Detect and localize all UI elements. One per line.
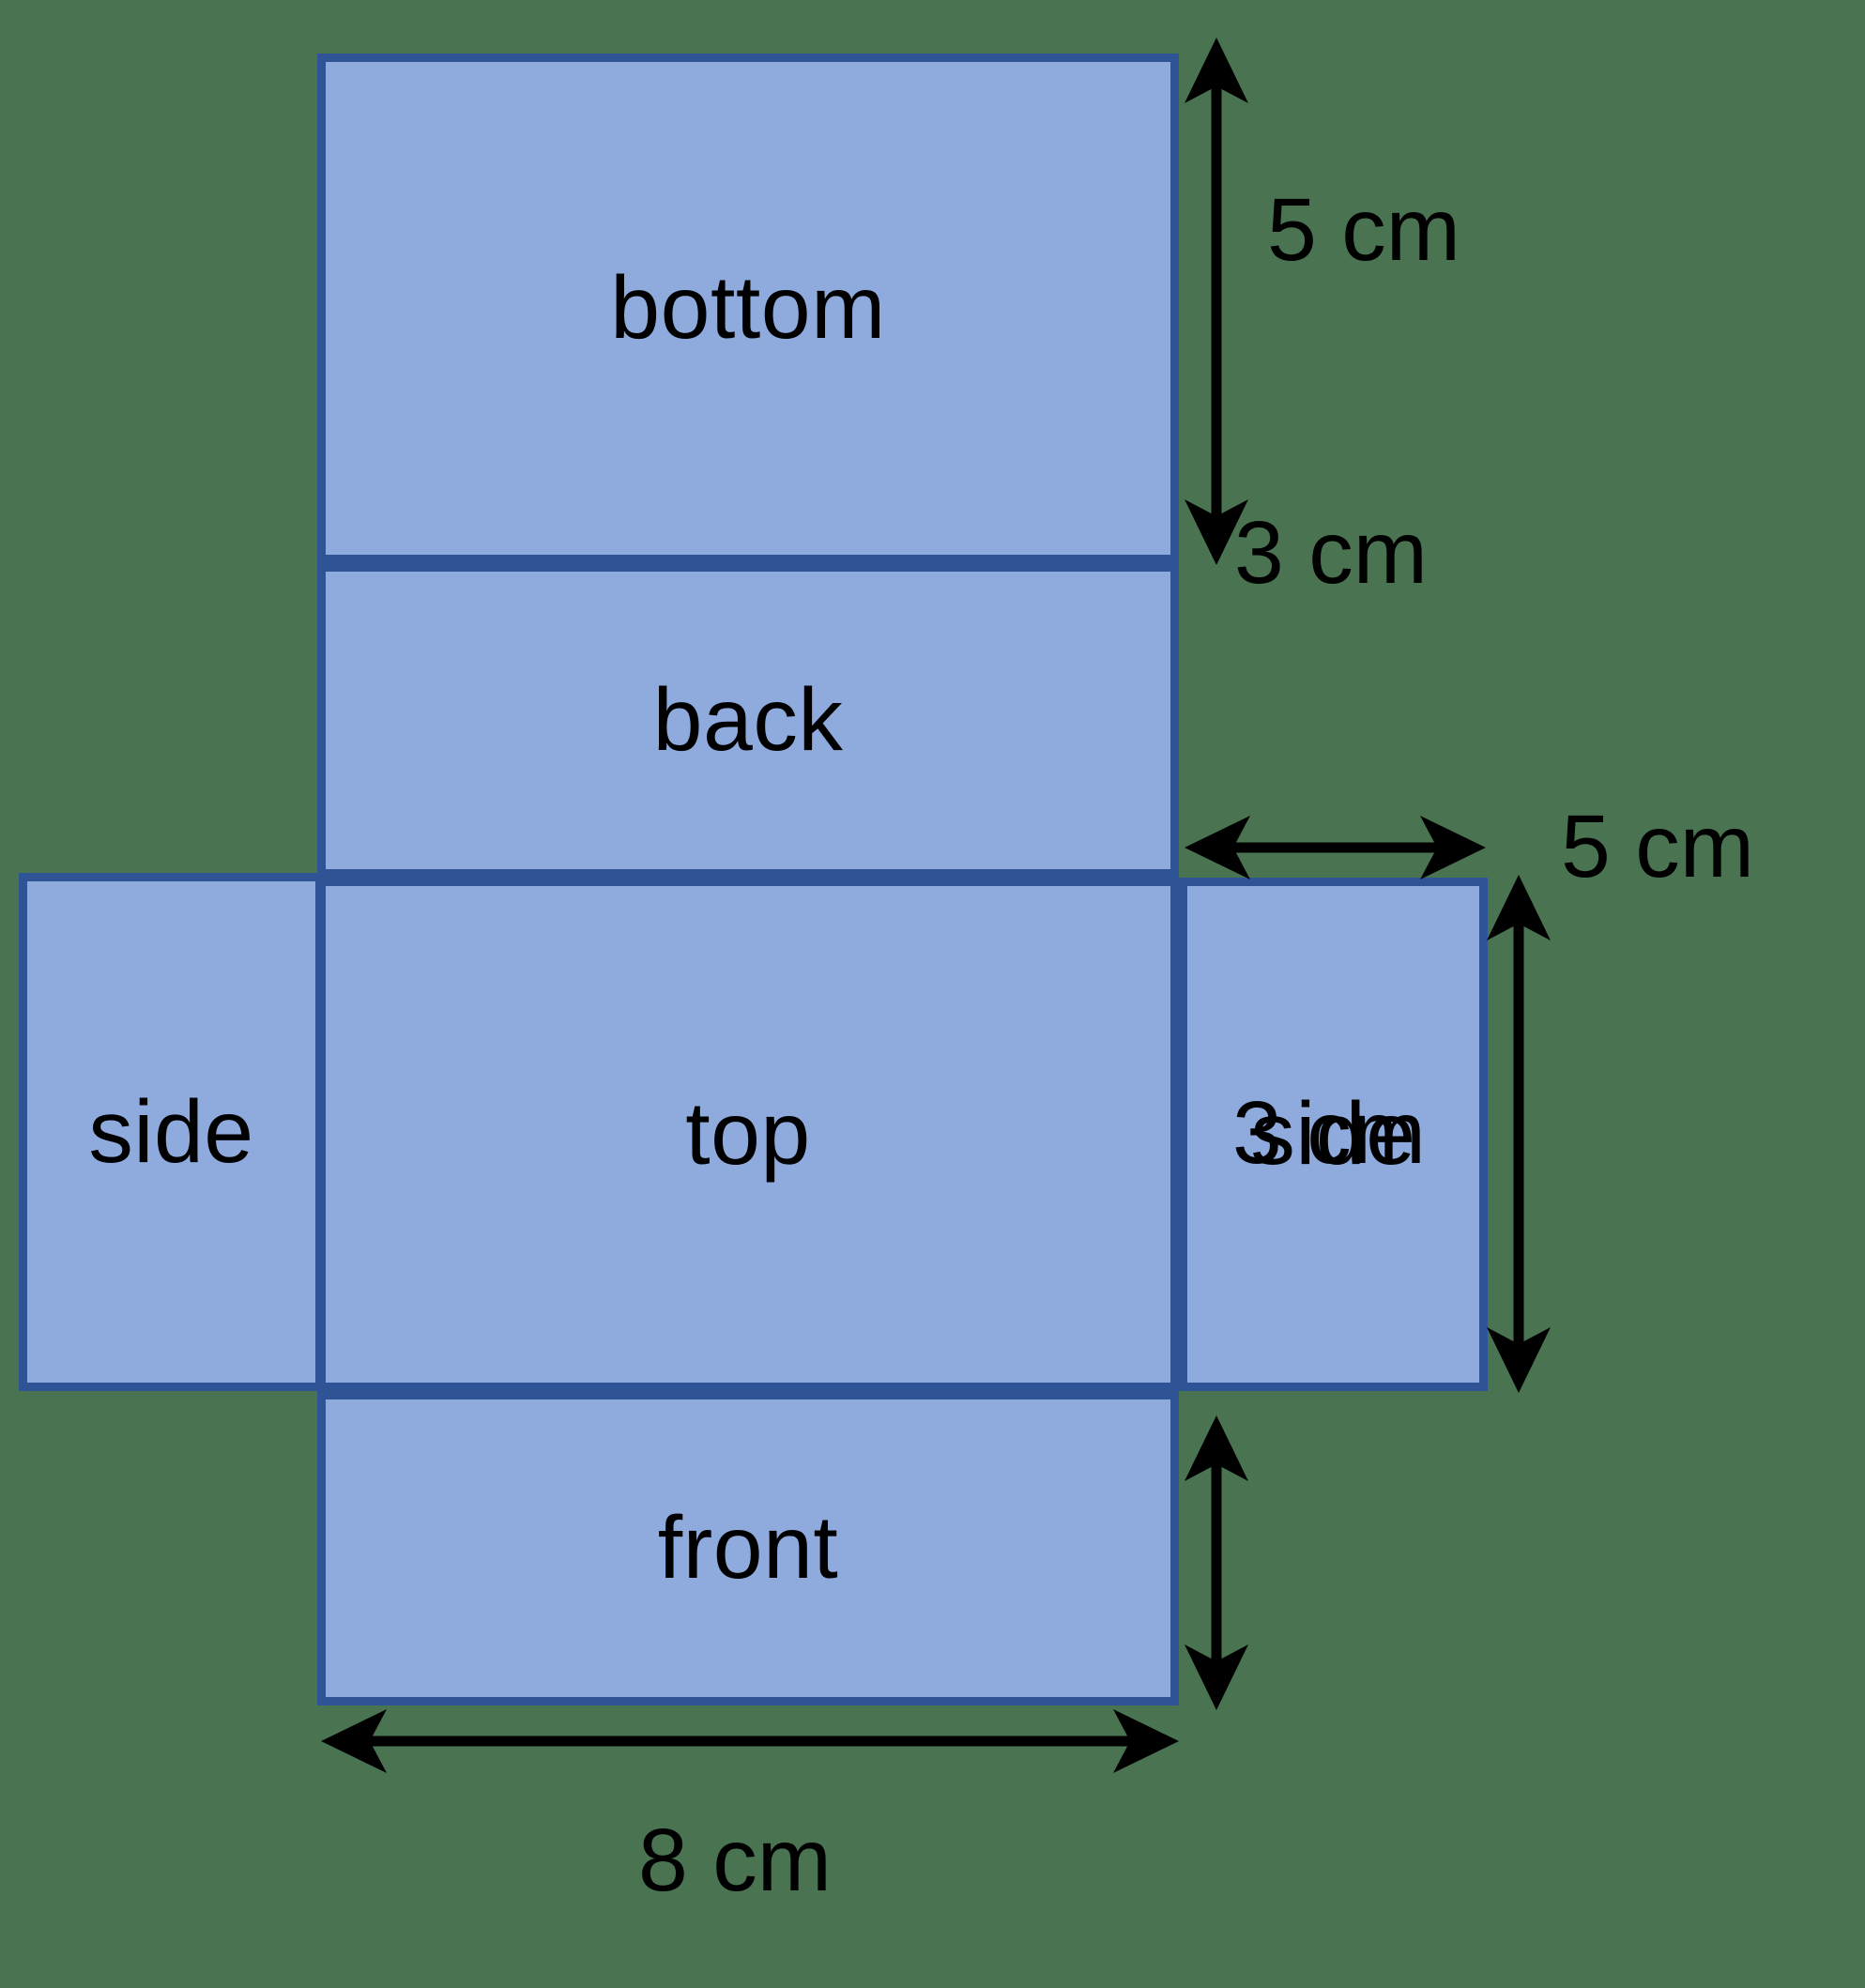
- dimension-label-bottom-height: 5 cm: [1267, 180, 1460, 280]
- face-top-label: top: [685, 1084, 811, 1184]
- dimension-arrow-box-width: [321, 1709, 1179, 1773]
- face-side-left: side: [19, 873, 324, 1391]
- dimension-label-side-width: 3 cm: [1234, 503, 1428, 603]
- dimension-arrow-side-height: [1487, 875, 1551, 1393]
- dimension-label-side-height: 5 cm: [1561, 797, 1754, 896]
- dimension-arrow-side-width: [1185, 816, 1486, 879]
- face-bottom: bottom: [317, 54, 1179, 563]
- face-side-right: side: [1179, 878, 1488, 1391]
- dimension-arrow-bottom-height: [1185, 38, 1248, 565]
- dimension-label-front-depth: 3 cm: [1232, 1083, 1426, 1183]
- face-back: back: [317, 563, 1179, 878]
- dimension-arrow-front-depth: [1185, 1415, 1248, 1710]
- face-side-left-label: side: [88, 1081, 254, 1182]
- face-front: front: [317, 1391, 1179, 1705]
- face-side-right-label: side: [1250, 1084, 1416, 1184]
- face-front-label: front: [657, 1498, 839, 1598]
- face-bottom-label: bottom: [610, 258, 886, 358]
- face-back-label: back: [652, 670, 844, 770]
- dimension-label-box-width: 8 cm: [638, 1811, 832, 1910]
- face-top: top: [317, 878, 1179, 1391]
